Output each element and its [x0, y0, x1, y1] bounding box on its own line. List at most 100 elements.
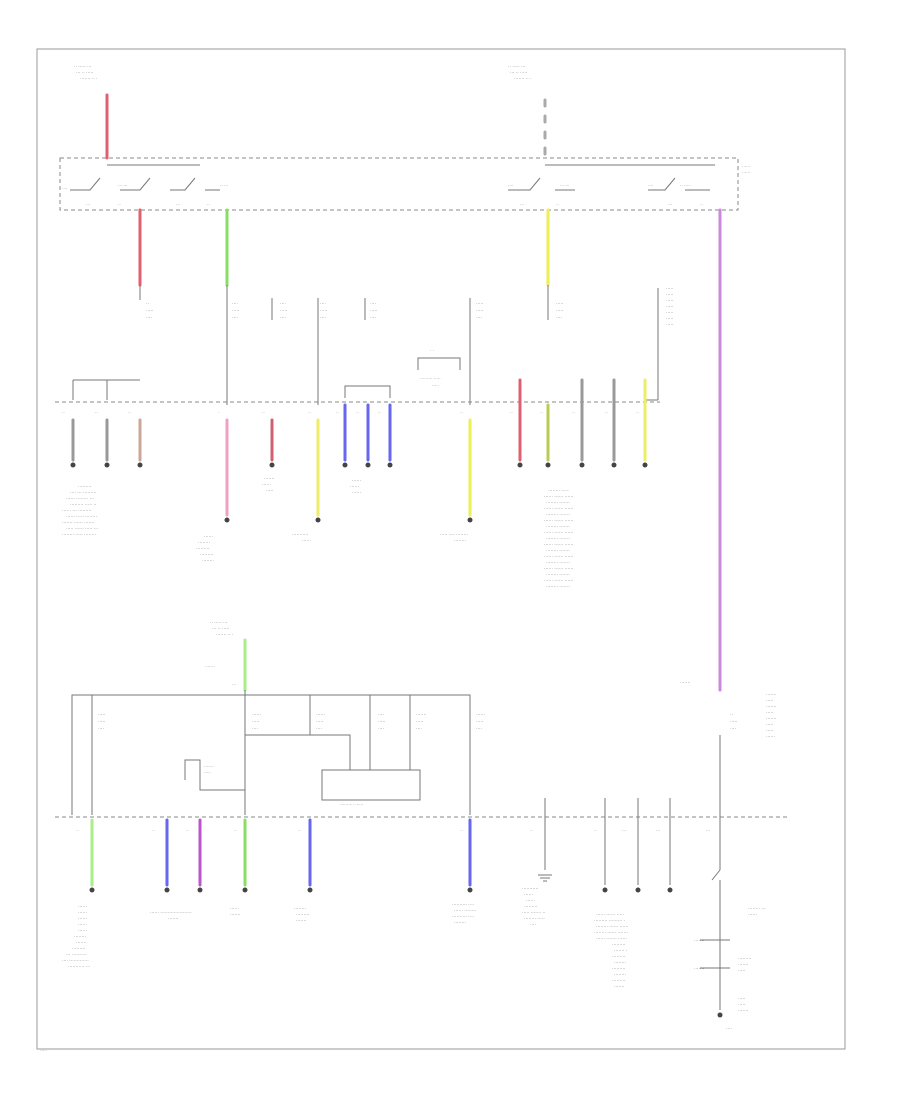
svg-text:······: ······: [742, 164, 750, 169]
svg-text:·····: ·····: [556, 301, 564, 306]
svg-text:····: ····: [280, 315, 286, 320]
ignition-switch-label: ············: [742, 164, 750, 175]
svg-text:··: ··: [572, 410, 575, 415]
svg-text:·······: ·······: [738, 962, 749, 967]
top-destination-labels: ············· ··· ··············· ······…: [62, 476, 573, 589]
svg-text:····: ····: [252, 726, 258, 731]
svg-text:·····: ·····: [666, 310, 674, 315]
svg-text:········ ······ ······: ········ ······ ······: [596, 924, 628, 929]
top-branch-wires: [71, 378, 647, 517]
svg-text:······ ····· ········: ······ ····· ········: [66, 514, 97, 519]
top-left-source-label: ·· ····· ······ ·· ············ ·· ·: [74, 64, 98, 81]
svg-text:···: ···: [668, 202, 672, 207]
svg-text:·······: ·······: [230, 912, 241, 917]
svg-text:·········: ·········: [524, 904, 538, 909]
svg-text:····· ······ ····· ···: ····· ······ ····· ···: [66, 526, 98, 531]
svg-text:····: ····: [232, 315, 238, 320]
svg-text:·····: ·····: [476, 301, 484, 306]
svg-text:·····: ·····: [666, 322, 674, 327]
diagram-border: [36, 48, 846, 1050]
bottom-pin-labels: ······ ······ ······· ······: [76, 828, 710, 833]
svg-text:·····: ·····: [476, 308, 484, 313]
svg-text:·········: ·········: [612, 966, 626, 971]
svg-text:········ ·······: ········ ·······: [546, 536, 570, 541]
svg-text:····: ····: [726, 1026, 732, 1031]
svg-text:·····: ·····: [280, 308, 288, 313]
svg-text:··: ··: [540, 410, 543, 415]
svg-text:·····: ·····: [378, 719, 386, 724]
svg-text:······: ······: [748, 912, 757, 917]
svg-text:·······: ·······: [766, 692, 777, 697]
svg-text:········: ········: [614, 972, 626, 977]
svg-text:···· ··· ·········: ···· ··· ·········: [70, 490, 96, 495]
svg-text:···: ···: [86, 202, 90, 207]
bottom-junction-box: [71, 694, 471, 815]
svg-text:···········: ···········: [522, 886, 538, 891]
svg-text:·····: ·····: [146, 308, 154, 313]
fuse-feed-lines: [139, 285, 659, 405]
page-label: ·····: [40, 1048, 47, 1053]
svg-text:······: ······: [524, 892, 533, 897]
svg-text:·····: ·····: [556, 308, 564, 313]
svg-text:····: ····: [530, 922, 536, 927]
svg-text:·····: ·····: [666, 316, 674, 321]
svg-text:······ ······ ·····: ······ ······ ·····: [596, 912, 624, 917]
ground-symbol: [538, 874, 552, 882]
svg-text:·······: ·······: [204, 764, 214, 769]
svg-text:····: ····: [476, 315, 482, 320]
svg-text:····: ····: [62, 186, 68, 191]
relay-bracket: [344, 385, 391, 398]
top-terminal-dots: [70, 462, 648, 523]
svg-text:··: ··: [730, 712, 733, 717]
svg-text:··: ··: [118, 202, 121, 207]
svg-text:··: ··: [460, 410, 463, 415]
svg-text:·····: ·····: [766, 710, 774, 715]
svg-text:······: ······: [78, 928, 87, 933]
svg-text:·····: ·····: [766, 698, 774, 703]
svg-text:·····: ·····: [320, 308, 328, 313]
svg-text:······: ······: [766, 734, 775, 739]
svg-text:······· ·: ······· ·: [614, 948, 627, 953]
svg-text:······: ······: [204, 534, 213, 539]
svg-text:····: ····: [378, 726, 384, 731]
svg-text:······: ······: [252, 712, 261, 717]
svg-text:·: ·: [218, 410, 219, 415]
svg-text:···: ···: [706, 828, 710, 833]
svg-text:·······: ·······: [76, 940, 87, 945]
svg-text:··: ··: [636, 410, 639, 415]
svg-text:· ·: · ·: [430, 348, 434, 353]
svg-text:··: ··: [76, 828, 79, 833]
svg-text:······ ······· ······: ······ ······· ······: [596, 936, 627, 941]
svg-text:····: ····: [98, 726, 104, 731]
svg-text:·····: ·····: [666, 286, 674, 291]
svg-text:······· ·· ·: ······· ·· ·: [514, 76, 532, 81]
svg-text:··: ··: [356, 410, 359, 415]
svg-text:·····: ·····: [730, 719, 738, 724]
svg-text:·····: ·····: [766, 728, 774, 733]
svg-text:······: ······: [78, 910, 87, 915]
svg-text:··: ··: [308, 410, 311, 415]
svg-text:········ ·······: ········ ·······: [546, 500, 570, 505]
svg-text:·····: ·····: [766, 722, 774, 727]
svg-text:·······: ·······: [694, 966, 705, 971]
svg-text:······ ········: ······ ········: [454, 908, 476, 913]
svg-text:····: ····: [476, 726, 482, 731]
svg-text:······· ·· ·: ······· ·· ·: [80, 76, 98, 81]
svg-text:·····: ·····: [252, 719, 260, 724]
svg-text:·········· ····: ·········· ····: [452, 902, 474, 907]
svg-text:·····: ·····: [98, 719, 106, 724]
svg-text:······ ········ ···: ······ ········ ···: [66, 496, 94, 501]
svg-text:·····: ·····: [98, 712, 106, 717]
top-center-source-label: ·· ····· ······ ·· ············ ·· ·: [508, 64, 532, 81]
svg-text:······: ······: [476, 712, 485, 717]
svg-text:········· ····· ··: ········· ····· ··: [70, 502, 96, 507]
svg-text:··· ···: ··· ···: [118, 183, 128, 188]
svg-text:····: ····: [648, 183, 654, 188]
starter-switch: [700, 869, 730, 1010]
svg-text:··: ··: [556, 202, 559, 207]
svg-text:··: ··: [186, 828, 189, 833]
svg-text:·· ····· ···: ·· ····· ···: [74, 64, 92, 69]
svg-text:··: ··: [262, 410, 265, 415]
svg-text:···: ···: [622, 828, 626, 833]
